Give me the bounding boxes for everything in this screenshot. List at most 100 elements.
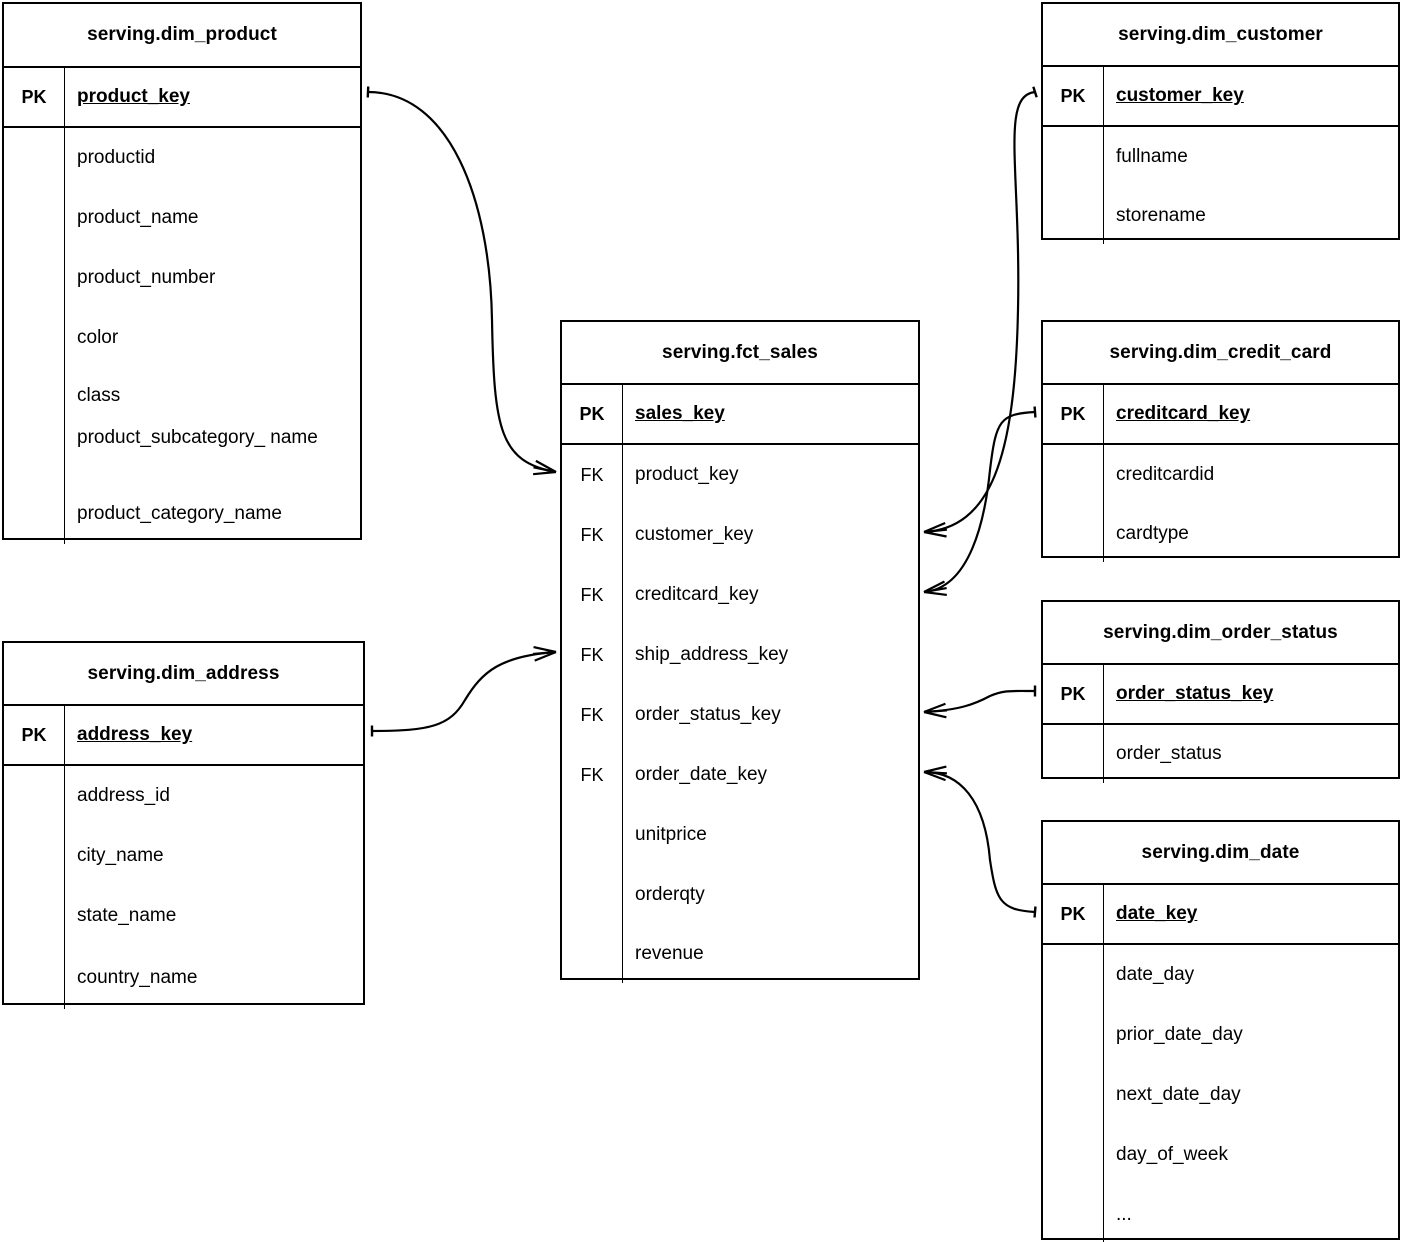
pk-badge: PK	[1060, 683, 1086, 704]
attribute-name: order_date_key	[622, 745, 918, 805]
entity-title: serving.dim_date	[1141, 841, 1300, 863]
attribute-row[interactable]: product_number	[4, 248, 360, 308]
attribute-row[interactable]: day_of_week	[1043, 1125, 1398, 1185]
attribute-row[interactable]: class	[4, 368, 360, 423]
attribute-row[interactable]: FK customer_key	[562, 505, 918, 565]
attribute-row[interactable]: product_category_name	[4, 483, 360, 544]
attribute-name: address_id	[64, 766, 363, 826]
attribute-row[interactable]: next_date_day	[1043, 1065, 1398, 1125]
attribute-key-spacer	[562, 865, 622, 925]
attribute-name: fullname	[1103, 127, 1398, 187]
attribute-row[interactable]: cardtype	[1043, 505, 1398, 562]
crows-foot-address-to-sales-target	[532, 646, 557, 662]
attribute-name: color	[64, 308, 360, 368]
attribute-key-spacer	[4, 483, 64, 544]
attribute-name: day_of_week	[1103, 1125, 1398, 1185]
attribute-key-spacer	[1043, 725, 1103, 783]
crows-foot-sales-to-date-source	[923, 765, 948, 782]
pk-badge: PK	[579, 403, 605, 424]
attribute-name: ship_address_key	[622, 625, 918, 685]
attribute-key-spacer	[4, 766, 64, 826]
attribute-key-spacer	[4, 308, 64, 368]
entity-title: serving.dim_credit_card	[1109, 341, 1332, 363]
relationship-line-sales-to-customer[interactable]	[923, 90, 1036, 534]
attribute-key-spacer	[4, 248, 64, 308]
attribute-key-spacer	[562, 925, 622, 983]
attribute-name: productid	[64, 128, 360, 188]
crows-foot-sales-to-order-status-source	[923, 702, 948, 719]
attribute-row[interactable]: product_subcategory_ name	[4, 423, 360, 483]
relationship-line-address-to-sales[interactable]	[371, 650, 557, 733]
attribute-name: city_name	[64, 826, 363, 886]
relationship-line-sales-to-order-status[interactable]	[923, 689, 1036, 714]
attribute-name: product_subcategory_ name	[64, 423, 360, 483]
relationship-line-sales-to-creditcard[interactable]	[923, 410, 1036, 594]
attribute-name: class	[64, 368, 360, 423]
fk-badge: FK	[580, 584, 604, 605]
attribute-name: customer_key	[622, 505, 918, 565]
relationship-line-product-to-sales[interactable]	[367, 90, 557, 474]
fk-badge: FK	[580, 524, 604, 545]
attribute-name: next_date_day	[1103, 1065, 1398, 1125]
attribute-key-spacer	[1043, 505, 1103, 562]
pk-field-name: creditcard_key	[1103, 385, 1398, 443]
attribute-row[interactable]: ...	[1043, 1185, 1398, 1242]
pk-field-name: date_key	[1103, 885, 1398, 943]
attribute-row[interactable]: fullname	[1043, 127, 1398, 187]
attribute-key-spacer	[1043, 1185, 1103, 1242]
attribute-key-spacer	[1043, 1125, 1103, 1185]
attribute-row[interactable]: address_id	[4, 766, 363, 826]
attribute-row[interactable]: prior_date_day	[1043, 1005, 1398, 1065]
attribute-row[interactable]: FK creditcard_key	[562, 565, 918, 625]
attribute-row[interactable]: color	[4, 308, 360, 368]
pk-field-name: sales_key	[622, 385, 918, 443]
attribute-key-spacer	[4, 128, 64, 188]
attribute-row[interactable]: revenue	[562, 925, 918, 983]
fk-badge: FK	[580, 464, 604, 485]
crows-foot-product-to-sales-target	[532, 459, 557, 476]
relationship-line-sales-to-date[interactable]	[923, 770, 1036, 914]
attribute-name: state_name	[64, 886, 363, 946]
attribute-name: prior_date_day	[1103, 1005, 1398, 1065]
attribute-key-spacer	[1043, 127, 1103, 187]
attribute-list: order_status	[1043, 723, 1398, 783]
primary-key-row[interactable]: PK sales_key	[562, 383, 918, 443]
attribute-row[interactable]: country_name	[4, 946, 363, 1009]
attribute-key-spacer	[4, 946, 64, 1009]
attribute-row[interactable]: date_day	[1043, 945, 1398, 1005]
attribute-row[interactable]: productid	[4, 128, 360, 188]
attribute-row[interactable]: unitprice	[562, 805, 918, 865]
one-marker-sales-to-date-target	[1033, 906, 1037, 918]
attribute-name: unitprice	[622, 805, 918, 865]
attribute-row[interactable]: order_status	[1043, 725, 1398, 783]
attribute-row[interactable]: product_name	[4, 188, 360, 248]
pk-badge: PK	[21, 86, 47, 107]
attribute-row[interactable]: storename	[1043, 187, 1398, 244]
attribute-name: creditcard_key	[622, 565, 918, 625]
attribute-row[interactable]: creditcardid	[1043, 445, 1398, 505]
attribute-row[interactable]: state_name	[4, 886, 363, 946]
attribute-row[interactable]: city_name	[4, 826, 363, 886]
attribute-row[interactable]: orderqty	[562, 865, 918, 925]
